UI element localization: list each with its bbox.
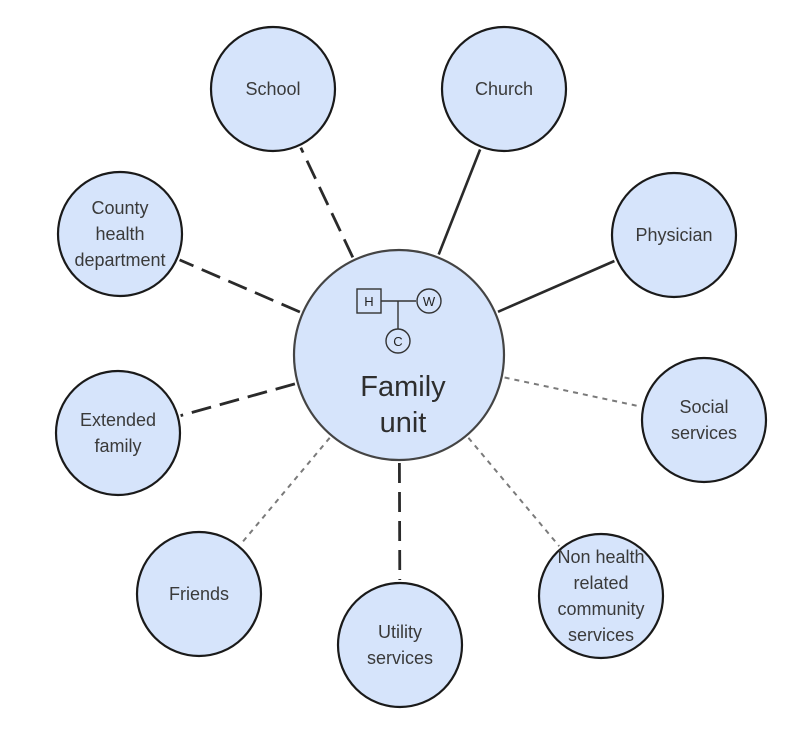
node-friends: Friends [135,530,263,658]
node-label-extended-family-line1: Extended [80,410,156,430]
node-label-utility-services-line2: services [367,648,433,668]
node-utility-services: Utility services [336,581,464,709]
node-label-church-line1: Church [475,79,533,99]
node-label-county-health-department-line1: County [91,198,148,218]
node-label-friends-line1: Friends [169,584,229,604]
node-label-county-health-department-line2: health [95,224,144,244]
node-social-services: Social services [640,356,768,484]
node-circle-extended-family [54,369,182,497]
node-circle-church [440,25,568,153]
genogram-icon: H W C [356,288,442,354]
node-label-non-health-related-community-services-line4: services [568,625,634,645]
node-circle-social-services [640,356,768,484]
node-non-health-related-community-services: Non health related community services [537,532,665,660]
node-circle-physician [610,171,738,299]
node-circle-utility-services [336,581,464,709]
child-circle-icon [385,328,411,354]
node-label-county-health-department-line3: department [74,250,165,270]
child-symbol-label: C [393,334,402,349]
family-unit-label-line2: unit [380,407,427,439]
connector-school [299,147,355,258]
node-extended-family: Extended family [54,369,182,497]
connector-church [437,149,482,255]
node-circle-friends [135,530,263,658]
node-label-non-health-related-community-services-line1: Non health [557,547,644,567]
connector-county-health-department [179,258,301,314]
node-circle-non-health-related-community-services [537,532,665,660]
connector-layer [179,147,641,581]
node-label-non-health-related-community-services-line2: related [573,573,628,593]
node-circle-school [209,25,337,153]
husband-symbol-label: H [364,294,373,309]
wife-symbol-label: W [423,294,436,309]
connector-friends [239,437,331,545]
node-church: Church [440,25,568,153]
node-label-physician-line1: Physician [635,225,712,245]
connector-physician [497,259,615,313]
connector-extended-family [180,382,296,417]
node-label-social-services-line2: services [671,423,737,443]
node-circle-county-health-department [56,170,184,298]
family-unit-label-line1: Family [360,371,446,403]
node-label-school-line1: School [245,79,300,99]
node-label-non-health-related-community-services-line3: community [557,599,644,619]
wife-circle-icon [416,288,442,314]
node-school: School [209,25,337,153]
node-label-social-services-line1: Social [679,397,728,417]
connector-social-services [504,376,641,408]
node-label-extended-family-line2: family [94,436,141,456]
family-unit-circle [292,248,506,462]
node-physician: Physician [610,171,738,299]
node-county-health-department: County health department [56,170,184,298]
family-unit-node: H W C Family unit [292,248,506,462]
node-label-utility-services-line1: Utility [378,622,422,642]
connector-non-health-related-community-services [467,437,560,547]
